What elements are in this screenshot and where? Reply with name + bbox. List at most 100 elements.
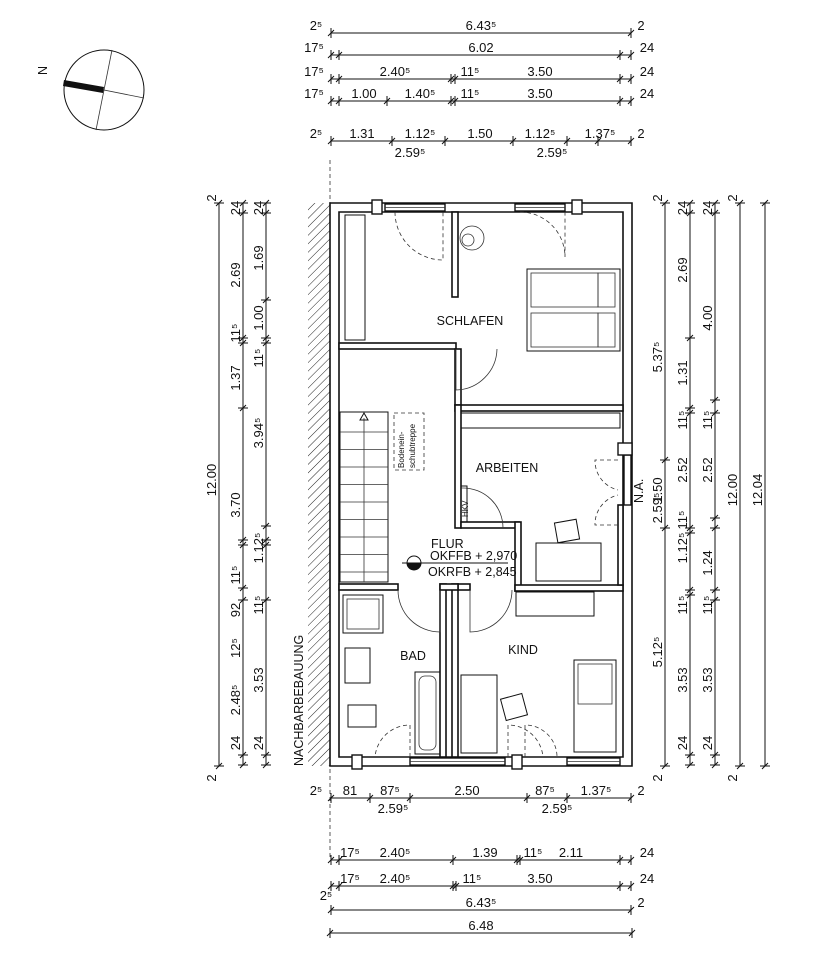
dimension-label: 24	[700, 201, 715, 215]
stair-note-line-2: schubtreppe	[408, 423, 417, 468]
dimension-label: 2	[637, 895, 644, 910]
dimension-label: 17⁵	[304, 86, 324, 101]
dimension-label: 24	[228, 201, 243, 215]
dimension-label: 11⁵	[675, 596, 690, 615]
dimension-label: 24	[640, 64, 654, 79]
dimension-label: 11⁵	[461, 64, 480, 79]
dimension-label: 81	[343, 783, 357, 798]
dimension-label: 24	[228, 736, 243, 750]
dimension-label: 2.52	[700, 457, 715, 482]
dimension-label: 24	[675, 736, 690, 750]
room-label-bad: BAD	[400, 649, 426, 663]
dimension-label: 5.37⁵	[650, 342, 665, 373]
dimension-label: 2.59⁵	[542, 801, 573, 816]
dimension-label: 1.50	[650, 477, 665, 502]
stair-note-line-1: Bodenein-	[397, 431, 406, 468]
dimension-label: 6.02	[468, 40, 493, 55]
dimension-label: 2⁵	[310, 18, 323, 33]
dimension-label: 2	[204, 774, 219, 781]
dimension-label: 1.69	[251, 245, 266, 270]
room-label-arbeiten: ARBEITEN	[476, 461, 539, 475]
dimension-label: 24	[675, 201, 690, 215]
dimension-label: 2	[637, 126, 644, 141]
dimension-label: 1.00	[251, 305, 266, 330]
dimension-label: 2.69	[228, 262, 243, 287]
dimension-label: 4.00	[700, 305, 715, 330]
dimension-label: 1.37⁵	[585, 126, 616, 141]
dimension-label: 2	[637, 783, 644, 798]
dimension-chains: 2⁵ 6.43⁵ 2 17⁵ 6.02 24 17⁵ 2.40⁵ 11⁵ 3.50 24 17⁵ 1.0…	[204, 18, 770, 938]
dimension-label: 2⁵	[320, 888, 333, 903]
dimension-label: 17⁵	[304, 40, 324, 55]
dimension-label: 2.52	[675, 457, 690, 482]
dimension-label: 1.24	[700, 550, 715, 575]
furniture	[342, 214, 621, 755]
room-label-schlafen: SCHLAFEN	[437, 314, 504, 328]
room-label-flur: FLUR	[431, 537, 464, 551]
dimension-label: 3.53	[700, 667, 715, 692]
na-label: N.A.	[632, 479, 646, 503]
dimension-label: 3.53	[251, 667, 266, 692]
dimension-label: 1.31	[675, 360, 690, 385]
dimension-label: 3.50	[527, 86, 552, 101]
dimension-label: 1.00	[351, 86, 376, 101]
dimension-label: 2.48⁵	[228, 685, 243, 716]
dimension-label: 1.39	[472, 845, 497, 860]
dimension-label: 11⁵	[524, 845, 543, 860]
dimension-label: 2.11	[559, 845, 583, 860]
dimension-label: 1.31	[349, 126, 374, 141]
dimension-label: 2⁵	[310, 126, 323, 141]
dimension-label: 1.37	[228, 365, 243, 390]
dimension-label: 24	[251, 736, 266, 750]
dimension-label: 2	[725, 774, 740, 781]
dimension-label: 3.50	[527, 871, 552, 886]
dimension-label: 6.48	[468, 918, 493, 933]
dimension-label: 2.40⁵	[380, 845, 411, 860]
interior-walls	[338, 211, 624, 758]
radiator-distributor	[460, 485, 468, 523]
dimension-label: 3.94⁵	[251, 418, 266, 449]
dimension-label: 2.69	[675, 257, 690, 282]
dimension-label: 24	[640, 40, 654, 55]
level-marker-icon	[402, 555, 508, 571]
floor-level-okffb: OKFFB + 2,970	[430, 549, 517, 563]
dimension-label: 11⁵	[675, 511, 690, 530]
dimension-label: 1.12⁵	[251, 533, 266, 564]
north-compass-icon: N	[36, 49, 145, 131]
dimension-label: 87⁵	[380, 783, 400, 798]
dimension-label: 24	[640, 871, 654, 886]
dimension-label: 1.40⁵	[405, 86, 436, 101]
dimension-label: 6.43⁵	[466, 895, 497, 910]
dimension-label: 11⁵	[461, 86, 480, 101]
dimension-label: 2⁵	[310, 783, 323, 798]
dimension-label: 12.00	[725, 474, 740, 507]
exterior-walls	[329, 202, 633, 767]
dimension-label: 5.12⁵	[650, 637, 665, 668]
dimension-label: 17⁵	[340, 845, 360, 860]
dimension-label: 3.50	[527, 64, 552, 79]
dimension-label: 2.59⁵	[650, 493, 665, 524]
dimension-label: 11⁵	[700, 411, 715, 430]
dimension-label: 2.40⁵	[380, 871, 411, 886]
dimension-label: 1.12⁵	[675, 533, 690, 564]
dimension-label: 24	[640, 845, 654, 860]
dimension-label: 1.37⁵	[581, 783, 612, 798]
dimension-label: 2.59⁵	[395, 145, 426, 160]
dimension-label: 24	[700, 736, 715, 750]
dimension-label: 12⁵	[228, 638, 243, 658]
dimension-label: 11⁵	[228, 324, 243, 343]
dimension-label: 2	[725, 194, 740, 201]
dimension-label: 11⁵	[675, 411, 690, 430]
dimension-label: 2	[650, 194, 665, 201]
dimension-label: 17⁵	[340, 871, 360, 886]
compass-north-label: N	[36, 66, 50, 75]
dimension-label: 11⁵	[463, 871, 482, 886]
dimension-label: 2.59⁵	[378, 801, 409, 816]
dimension-label: 2.59⁵	[537, 145, 568, 160]
dimension-label: 11⁵	[228, 566, 243, 585]
dimension-label: 11⁵	[251, 596, 266, 615]
dimension-label: 1.12⁵	[525, 126, 556, 141]
neighbor-building-hatch	[308, 203, 330, 766]
dimension-label: 87⁵	[535, 783, 555, 798]
dimension-label: 11⁵	[700, 596, 715, 615]
